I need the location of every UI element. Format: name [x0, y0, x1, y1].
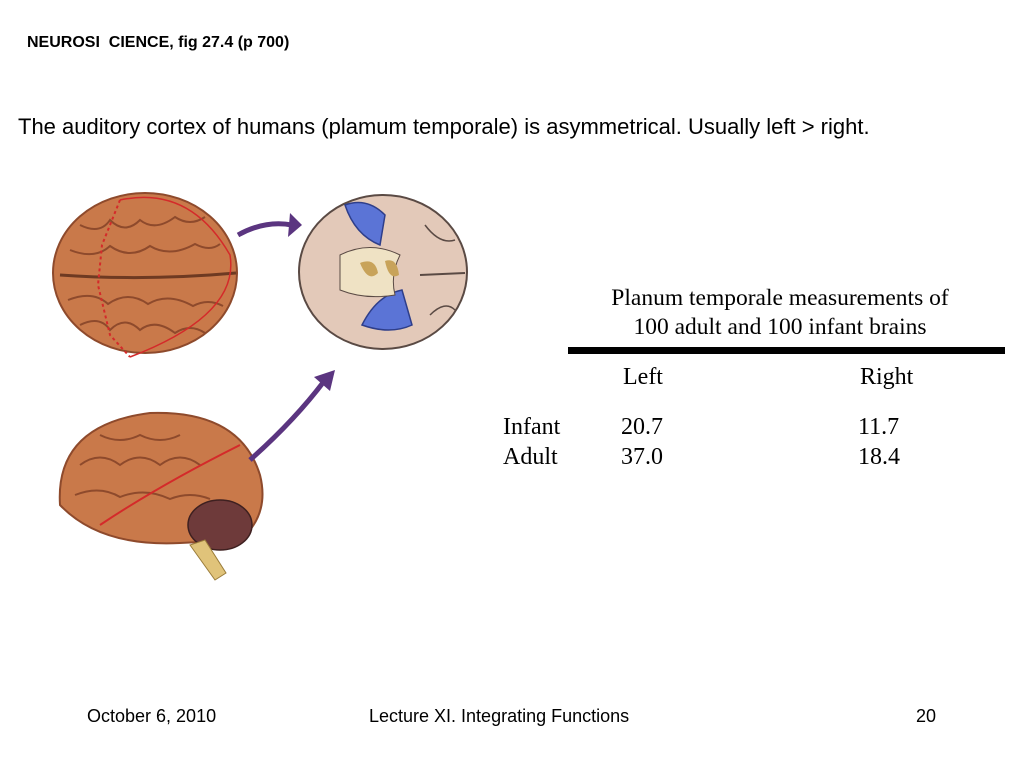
arrow-head-icon [314, 370, 335, 391]
table-title-line2: 100 adult and 100 infant brains [633, 314, 927, 340]
table-title-line1: Planum temporale measurements of [611, 285, 949, 311]
footer-date: October 6, 2010 [87, 706, 217, 726]
brain-horizontal-section [298, 194, 468, 350]
column-header-right: Right [860, 364, 914, 390]
brain-illustration [52, 192, 468, 581]
brain-top-view [52, 192, 238, 358]
cell-infant-right: 11.7 [858, 414, 900, 440]
cell-adult-left: 37.0 [621, 444, 663, 470]
planum-temporale-left [344, 201, 386, 247]
brain-lateral-view [58, 411, 264, 581]
cell-infant-left: 20.7 [621, 414, 663, 440]
figure-reference: NEUROSI CIENCE, fig 27.4 (p 700) [27, 34, 290, 51]
row-label-adult: Adult [503, 444, 558, 470]
table-title: Planum temporale measurements of 100 adu… [545, 284, 1015, 342]
footer-title: Lecture XI. Integrating Functions [369, 706, 630, 726]
arrow-head-icon [288, 213, 302, 237]
column-header-left: Left [623, 364, 663, 390]
page-number: 20 [916, 706, 937, 726]
slide-headline: The auditory cortex of humans (plamum te… [18, 114, 870, 139]
planum-temporale-right [360, 289, 413, 331]
table-rule [568, 347, 1005, 354]
cell-adult-right: 18.4 [858, 444, 900, 470]
row-label-infant: Infant [503, 414, 561, 440]
